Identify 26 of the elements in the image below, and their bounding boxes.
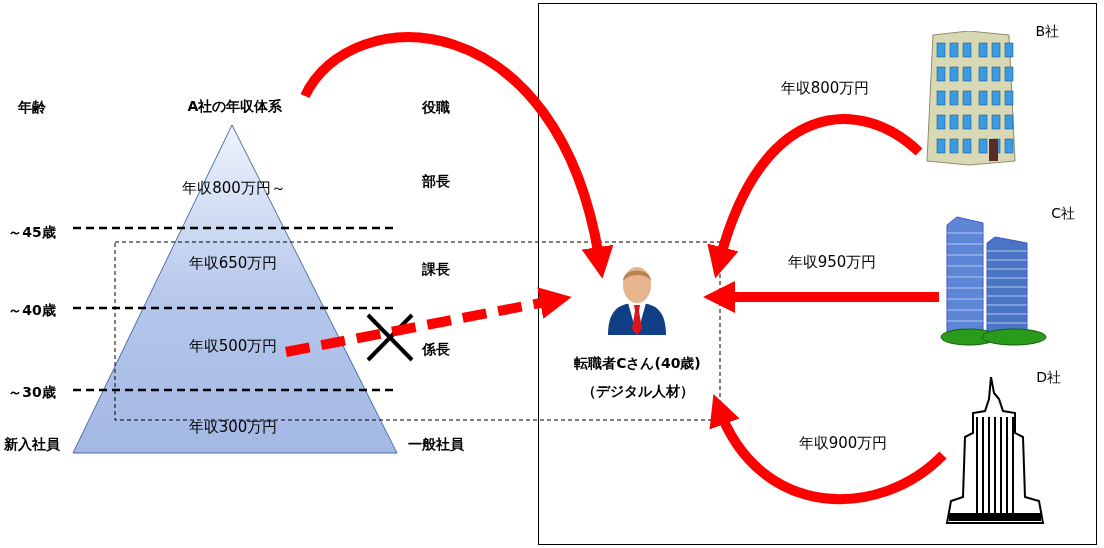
arrow — [708, 114, 923, 279]
arrow — [300, 33, 613, 279]
column-heading: 役職 — [422, 99, 450, 117]
age-label: 新入社員 — [4, 436, 60, 454]
salary-label: 年収650万円 — [180, 252, 286, 274]
column-heading: 年齢 — [18, 99, 46, 117]
company-label: D社 — [1036, 369, 1061, 387]
salary-label: 年収500万円 — [180, 335, 286, 357]
age-label: ～40歳 — [8, 302, 56, 320]
salary-label: 年収300万円 — [180, 416, 286, 438]
panel-frame — [538, 3, 1097, 545]
position-label: 一般社員 — [408, 436, 464, 454]
company-label: C社 — [1051, 205, 1075, 223]
arrow — [703, 281, 939, 313]
position-label: 係長 — [422, 341, 450, 359]
company-label: B社 — [1035, 23, 1059, 41]
age-label: ～45歳 — [8, 224, 56, 242]
age-label: ～30歳 — [8, 384, 56, 402]
arrow — [285, 287, 572, 357]
salary-label: 年収800万円～ — [178, 177, 290, 199]
pyramid-title: A社の年収体系 — [187, 98, 283, 116]
position-label: 課長 — [422, 261, 450, 279]
arrow — [711, 394, 947, 504]
person-name: 転職者Cさん(40歳) — [574, 355, 701, 373]
position-label: 部長 — [422, 173, 450, 191]
person-note: （デジタル人材） — [581, 383, 694, 401]
